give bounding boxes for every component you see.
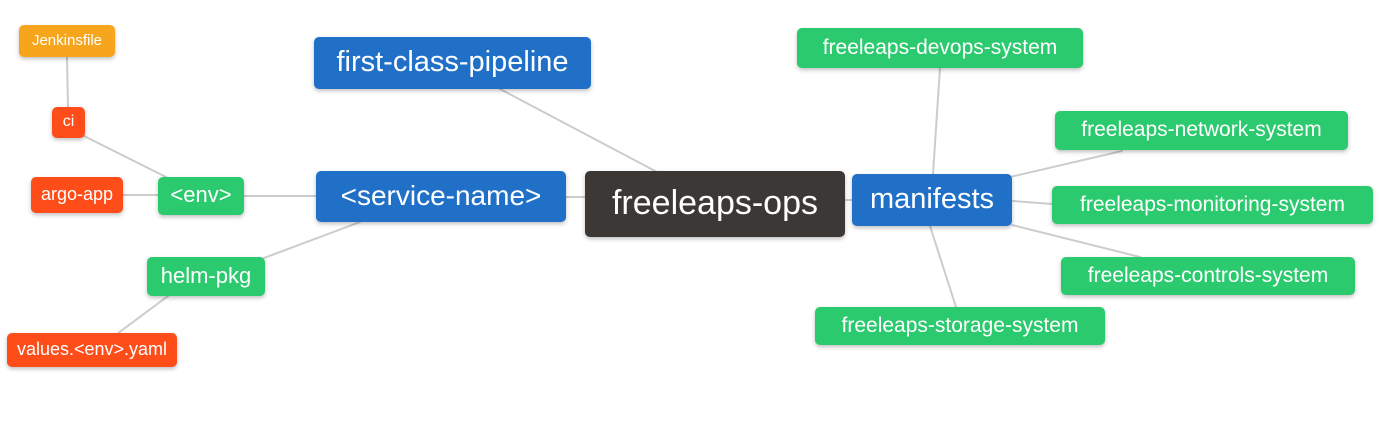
edge-ops-first-class-pipeline bbox=[499, 88, 658, 173]
node-jenkinsfile[interactable]: Jenkinsfile bbox=[19, 25, 115, 57]
node-helm-pkg[interactable]: helm-pkg bbox=[147, 257, 265, 296]
edge-manifests-devops-system bbox=[932, 67, 941, 175]
node-freeleaps-network-system[interactable]: freeleaps-network-system bbox=[1055, 111, 1348, 150]
edge-manifests-monitoring-system bbox=[1012, 200, 1053, 205]
node-freeleaps-controls-system[interactable]: freeleaps-controls-system bbox=[1061, 257, 1355, 295]
node-first-class-pipeline[interactable]: first-class-pipeline bbox=[314, 37, 591, 89]
edge-manifests-storage-system bbox=[929, 225, 957, 308]
node-freeleaps-devops-system[interactable]: freeleaps-devops-system bbox=[797, 28, 1083, 68]
node-ci[interactable]: ci bbox=[52, 107, 85, 138]
edge-manifests-controls-system bbox=[1011, 224, 1141, 258]
edge-manifests-network-system bbox=[1009, 150, 1123, 178]
node-values-env-yaml[interactable]: values.<env>.yaml bbox=[7, 333, 177, 367]
node-freeleaps-ops-root[interactable]: freeleaps-ops bbox=[585, 171, 845, 237]
edge-service-name-helm-pkg bbox=[263, 221, 361, 259]
node-manifests[interactable]: manifests bbox=[852, 174, 1012, 226]
edge-ci-jenkinsfile bbox=[66, 56, 69, 108]
edge-env-ci bbox=[83, 135, 167, 178]
node-env[interactable]: <env> bbox=[158, 177, 244, 215]
node-freeleaps-monitoring-system[interactable]: freeleaps-monitoring-system bbox=[1052, 186, 1373, 224]
node-service-name[interactable]: <service-name> bbox=[316, 171, 566, 222]
node-freeleaps-storage-system[interactable]: freeleaps-storage-system bbox=[815, 307, 1105, 345]
node-argo-app[interactable]: argo-app bbox=[31, 177, 123, 213]
edge-helm-pkg-values-env-yaml bbox=[116, 295, 169, 335]
